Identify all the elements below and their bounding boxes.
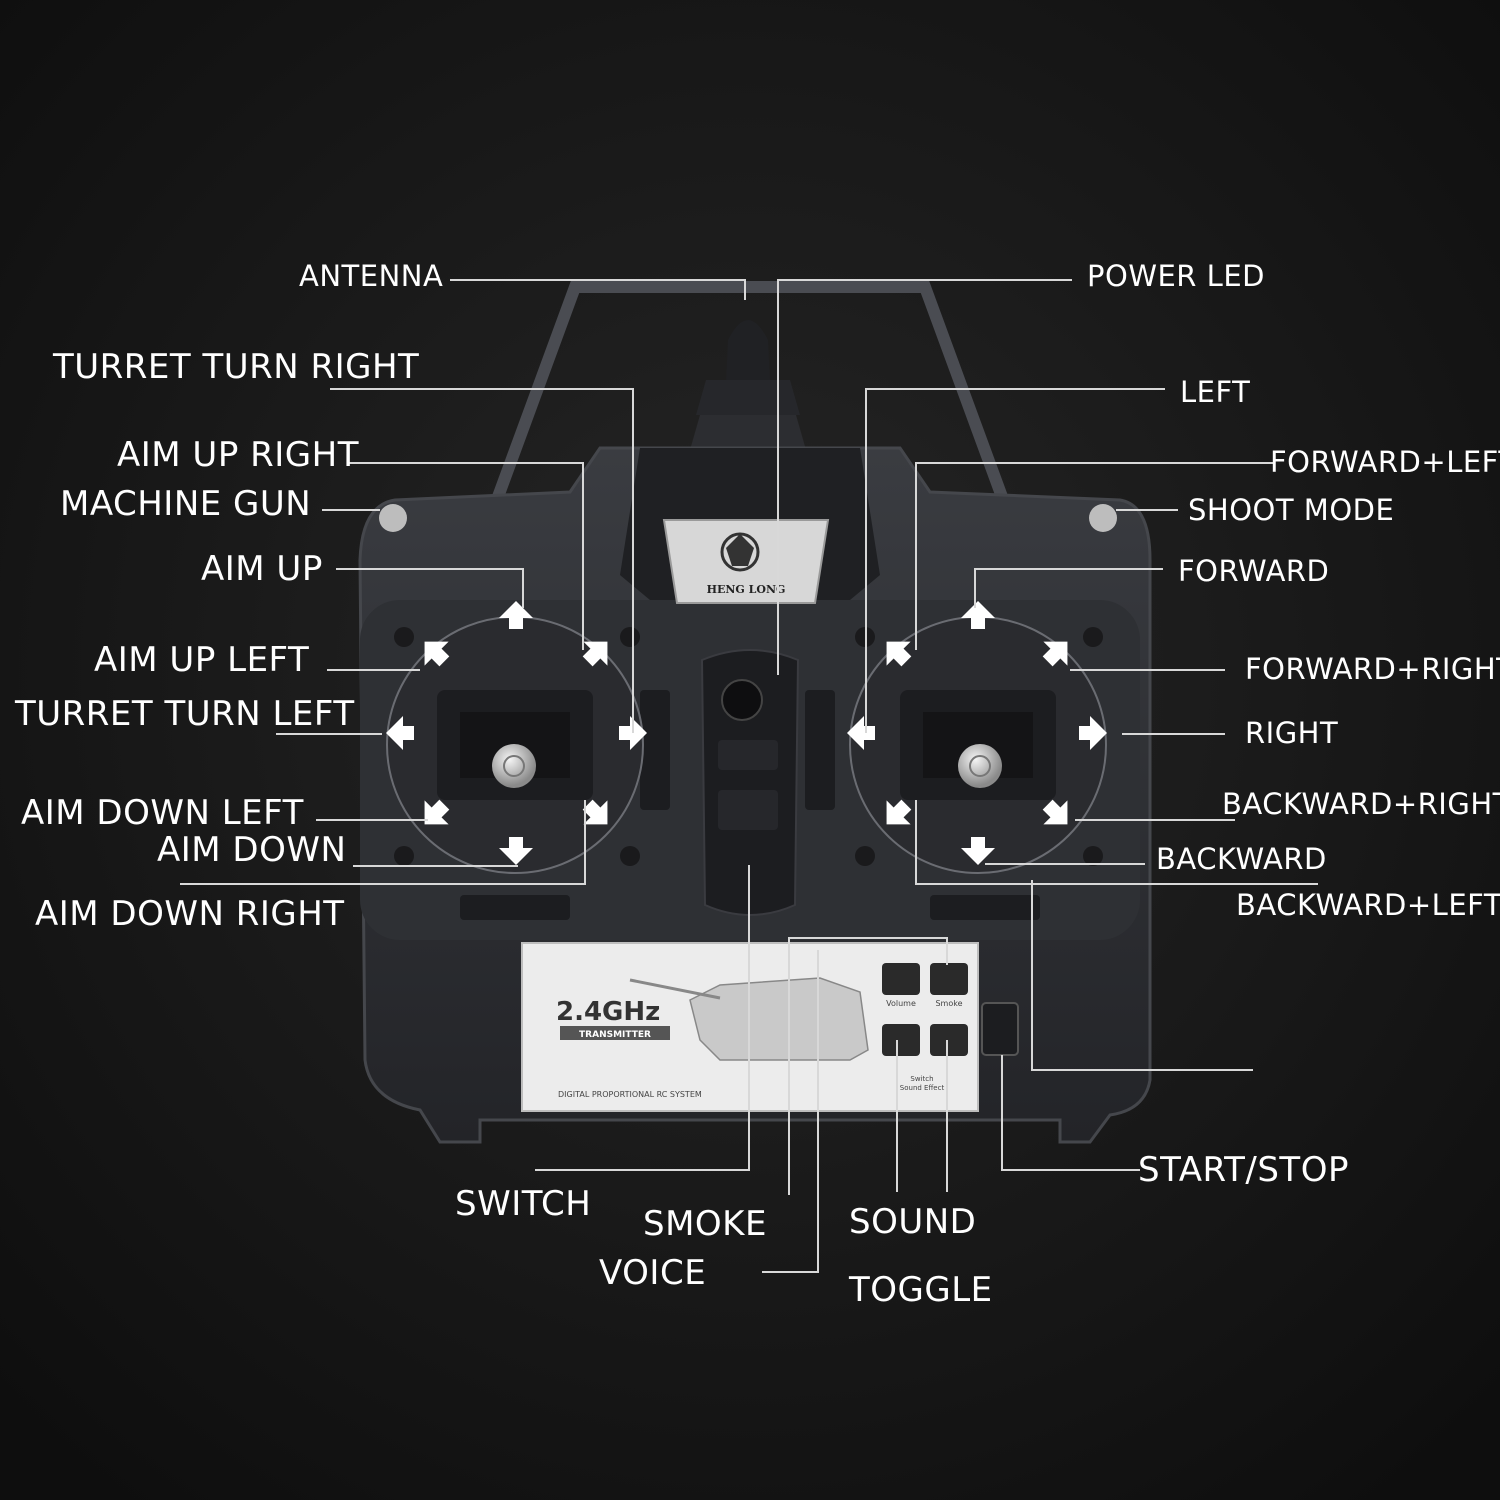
carry-handle bbox=[489, 281, 1011, 508]
smoke-button-text: Smoke bbox=[935, 999, 962, 1008]
label-voice: VOICE bbox=[599, 1253, 707, 1293]
label-right: RIGHT bbox=[1245, 716, 1339, 750]
label-sound: SOUND bbox=[849, 1202, 977, 1242]
right-stick-knob[interactable] bbox=[958, 744, 1002, 788]
label-backward: BACKWARD bbox=[1156, 842, 1327, 876]
volume-button[interactable] bbox=[882, 963, 920, 995]
label-aim-up: AIM UP bbox=[201, 549, 323, 589]
label-aim-down-right: AIM DOWN RIGHT bbox=[35, 894, 345, 934]
arrow-aim-down-right bbox=[582, 799, 608, 825]
sound-effect-text: Sound Effect bbox=[900, 1084, 945, 1092]
leader-left bbox=[865, 388, 1165, 733]
leader-backward-left bbox=[915, 800, 1318, 885]
arrow-right bbox=[1079, 716, 1107, 750]
arrow-aim-down bbox=[499, 837, 533, 865]
shoot-mode-button[interactable] bbox=[1089, 504, 1117, 532]
label-forward-right: FORWARD+RIGHT bbox=[1245, 652, 1500, 686]
label-switch: SWITCH bbox=[455, 1184, 592, 1224]
label-aim-up-right: AIM UP RIGHT bbox=[117, 435, 359, 475]
label-smoke: SMOKE bbox=[643, 1204, 767, 1244]
frequency-text: 2.4GHz bbox=[556, 997, 660, 1027]
left-stick-knob[interactable] bbox=[492, 744, 536, 788]
leader-start-stop bbox=[1001, 1055, 1140, 1171]
arrow-forward bbox=[961, 601, 995, 629]
label-backward-right: BACKWARD+RIGHT bbox=[1222, 787, 1500, 821]
left-gimbal[interactable] bbox=[386, 616, 644, 874]
label-turret-turn-right: TURRET TURN RIGHT bbox=[53, 347, 420, 387]
arrow-forward-left bbox=[886, 641, 912, 667]
label-backward-left: BACKWARD+LEFT bbox=[1236, 888, 1500, 922]
leader-lines bbox=[180, 279, 1318, 1273]
label-antenna: ANTENNA bbox=[299, 259, 444, 293]
machine-gun-button[interactable] bbox=[379, 504, 407, 532]
direction-arrows bbox=[386, 601, 1107, 865]
label-start-stop: START/STOP bbox=[1138, 1150, 1349, 1190]
arrow-backward-left bbox=[886, 799, 912, 825]
arrow-aim-down-left bbox=[424, 799, 450, 825]
power-led bbox=[721, 679, 763, 721]
arrow-forward-right bbox=[1042, 641, 1068, 667]
right-gimbal[interactable] bbox=[849, 616, 1107, 874]
label-shoot-mode: SHOOT MODE bbox=[1188, 493, 1395, 527]
start-stop-button[interactable] bbox=[981, 1002, 1019, 1056]
system-text: DIGITAL PROPORTIONAL RC SYSTEM bbox=[558, 1090, 702, 1099]
voice-button[interactable] bbox=[882, 1024, 920, 1056]
label-machine-gun: MACHINE GUN bbox=[60, 484, 312, 524]
label-power-led: POWER LED bbox=[1087, 259, 1265, 293]
brand-logo bbox=[662, 519, 830, 604]
label-aim-up-left: AIM UP LEFT bbox=[94, 640, 310, 680]
label-aim-down-left: AIM DOWN LEFT bbox=[21, 793, 304, 833]
label-turret-turn-left: TURRET TURN LEFT bbox=[15, 694, 355, 734]
leader-forward bbox=[974, 568, 1163, 608]
smoke-button[interactable] bbox=[930, 963, 968, 995]
transmitter-text: TRANSMITTER bbox=[579, 1030, 651, 1040]
leader-forward-left bbox=[915, 462, 1275, 650]
arrow-aim-up-right bbox=[582, 641, 608, 667]
leader-aim-down-right bbox=[180, 800, 586, 885]
label-forward-left: FORWARD+LEFT bbox=[1270, 445, 1500, 479]
label-left: LEFT bbox=[1180, 375, 1251, 409]
label-aim-down: AIM DOWN bbox=[157, 830, 347, 870]
arrow-aim-up-left bbox=[424, 641, 450, 667]
leader-turret-turn-right bbox=[330, 388, 634, 733]
switch-button[interactable] bbox=[718, 790, 778, 830]
leader-power-led bbox=[777, 279, 1072, 675]
label-toggle: TOGGLE bbox=[849, 1270, 993, 1310]
label-forward: FORWARD bbox=[1178, 554, 1330, 588]
leader-aim-up-right bbox=[348, 462, 584, 650]
leader-switch bbox=[535, 865, 750, 1171]
arrow-left bbox=[847, 716, 875, 750]
leader-antenna bbox=[450, 279, 746, 300]
volume-text: Volume bbox=[886, 999, 916, 1008]
leader-voice bbox=[762, 950, 819, 1273]
leader-smoke bbox=[788, 937, 948, 1195]
switch-sound-text: Switch bbox=[910, 1075, 933, 1083]
arrow-backward-right bbox=[1042, 799, 1068, 825]
leader-extra bbox=[1031, 880, 1253, 1071]
arrow-backward bbox=[961, 837, 995, 865]
brand-text: HENG LONG bbox=[707, 583, 786, 596]
arrow-turret-turn-left bbox=[386, 716, 414, 750]
sound-toggle-button[interactable] bbox=[930, 1024, 968, 1056]
leader-aim-up bbox=[336, 568, 524, 608]
arrow-aim-up bbox=[499, 601, 533, 629]
